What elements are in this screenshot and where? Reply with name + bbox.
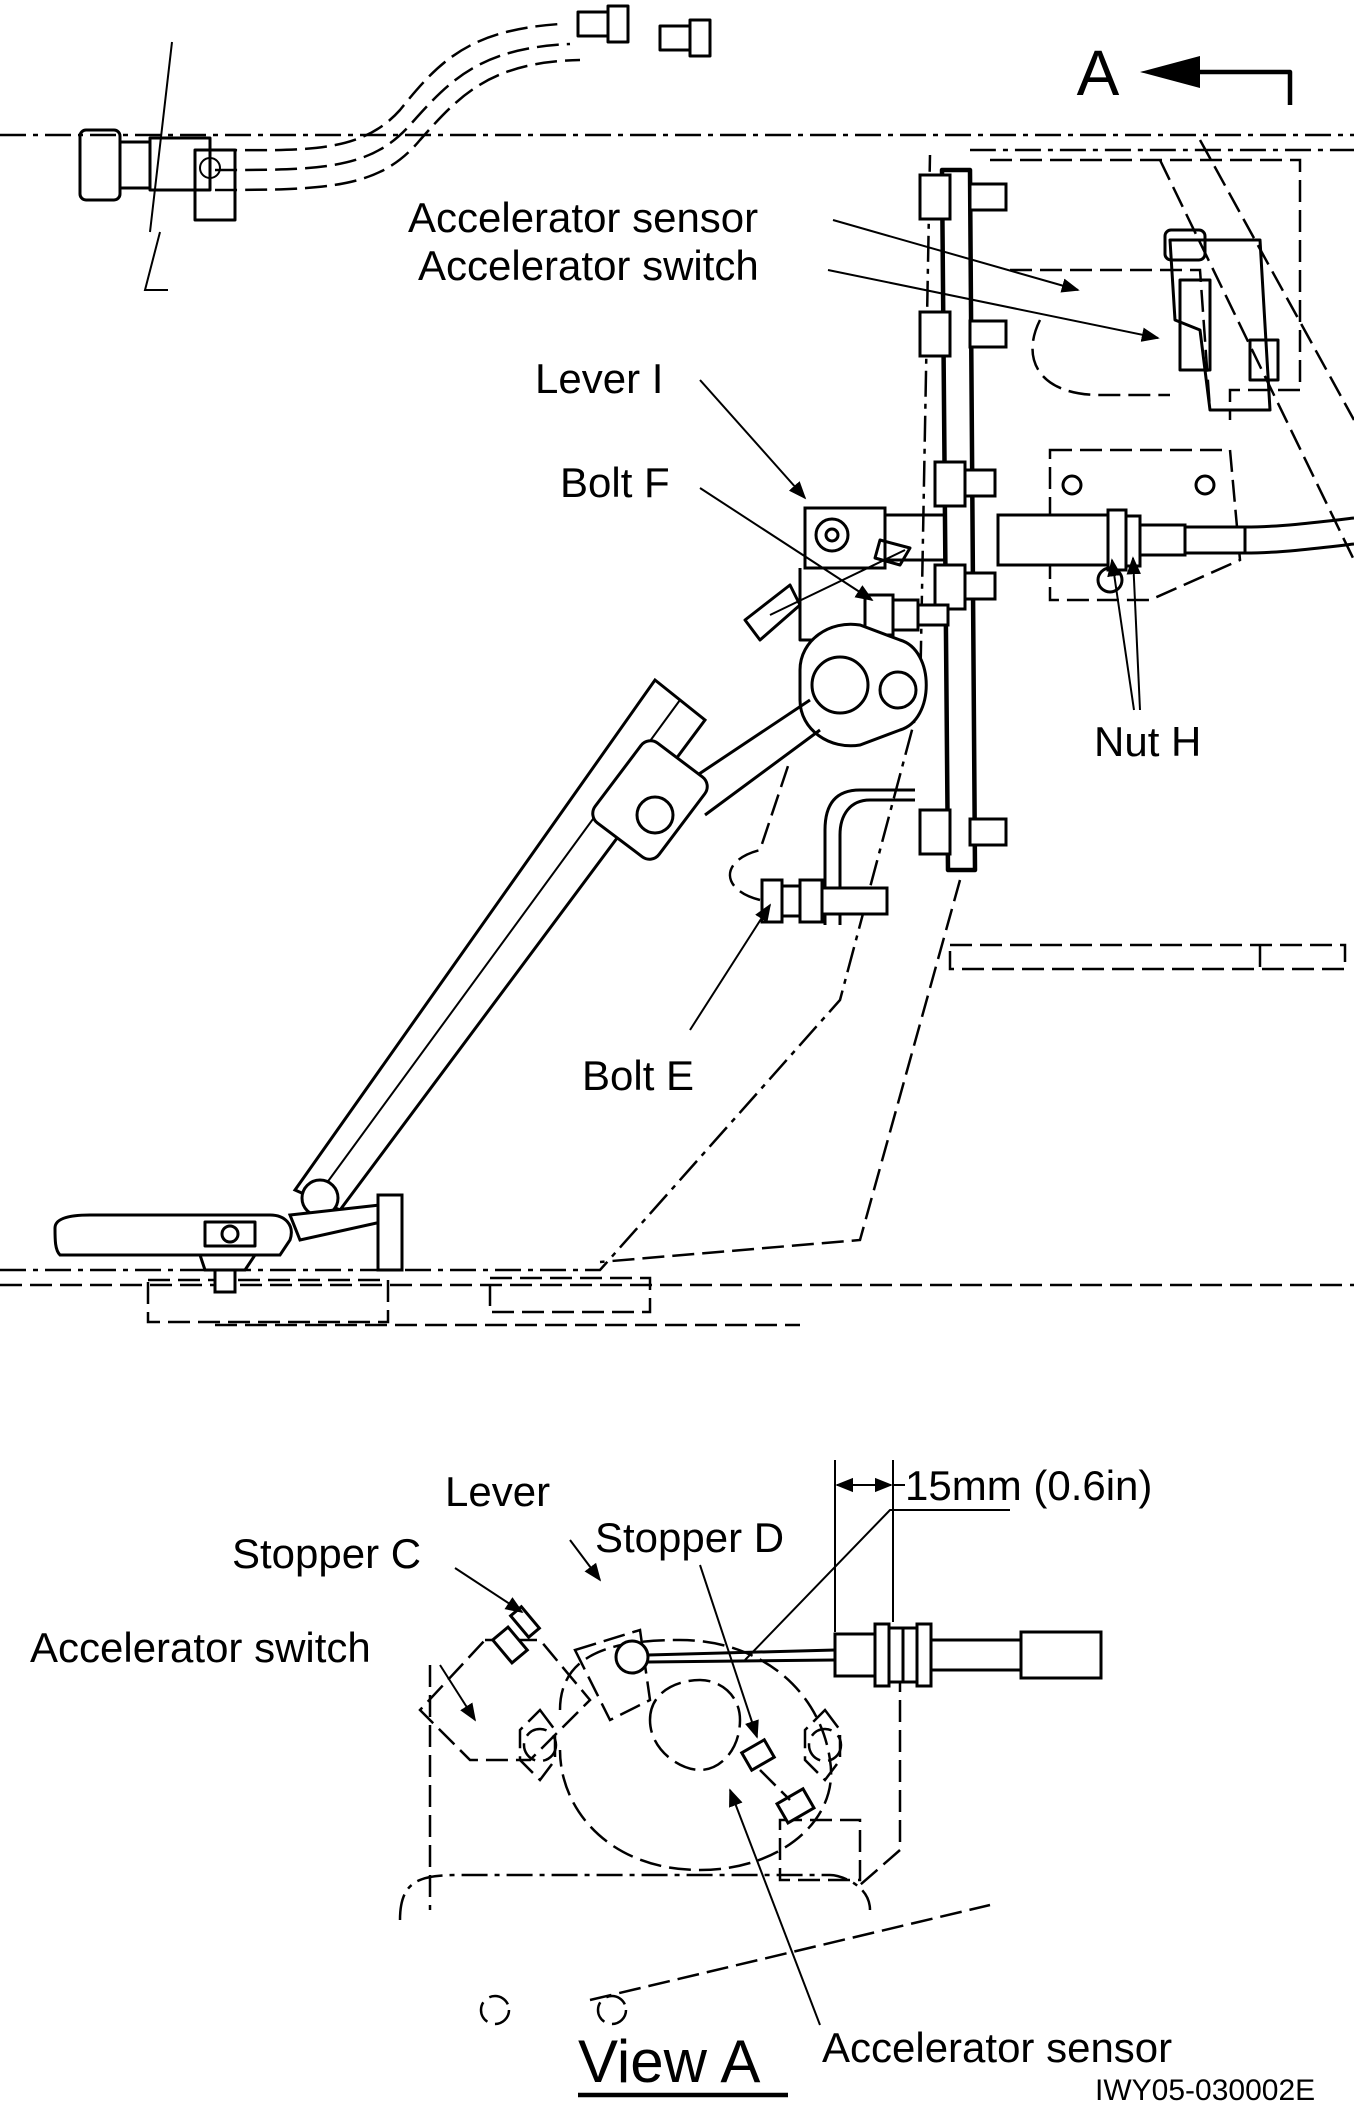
view-marker-a: A [1077, 37, 1120, 109]
upper-cable [996, 508, 1354, 594]
label-stopper-c: Stopper C [232, 1530, 421, 1577]
view-a-lever [614, 1639, 836, 1675]
view-a-switch-body [418, 1604, 652, 1762]
label-nut-h: Nut H [1094, 718, 1201, 765]
view-a-title: View A [578, 2028, 760, 2095]
view-a-dimension [744, 1460, 1010, 1661]
figure-code: IWY05-030002E [1095, 2074, 1315, 2107]
label-accelerator-sensor-bottom: Accelerator sensor [822, 2024, 1172, 2071]
label-lever-i: Lever I [535, 355, 663, 402]
pivot-arm [689, 622, 928, 817]
body-outline [0, 133, 1354, 1327]
pedal-arm [287, 677, 709, 1272]
label-bolt-f: Bolt F [560, 459, 670, 506]
view-a-housing [398, 1638, 991, 2026]
label-bolt-e: Bolt E [582, 1052, 694, 1099]
upper-leaders [689, 219, 1160, 1031]
mounting-plate [918, 167, 1008, 873]
view-a-sensor-body [739, 1737, 862, 1882]
view-direction-arrow: A [1077, 37, 1293, 109]
label-dimension: 15mm (0.6in) [905, 1462, 1152, 1509]
label-lever: Lever [445, 1468, 550, 1515]
label-accelerator-switch-top: Accelerator switch [418, 242, 759, 289]
label-accelerator-sensor-top: Accelerator sensor [408, 194, 758, 241]
lever-i-bracket [743, 506, 950, 642]
bolt-e-stopper [728, 759, 915, 925]
pedal-pad [53, 1213, 293, 1294]
lower-leaders [439, 1539, 821, 2026]
top-connector-sketch [78, 4, 712, 291]
sensor-housing [990, 158, 1302, 602]
label-stopper-d: Stopper D [595, 1514, 784, 1561]
labels: Accelerator sensor Accelerator switch Le… [30, 194, 1315, 2107]
view-a-cable [833, 1622, 1103, 1688]
label-accelerator-switch-bottom: Accelerator switch [30, 1624, 371, 1671]
